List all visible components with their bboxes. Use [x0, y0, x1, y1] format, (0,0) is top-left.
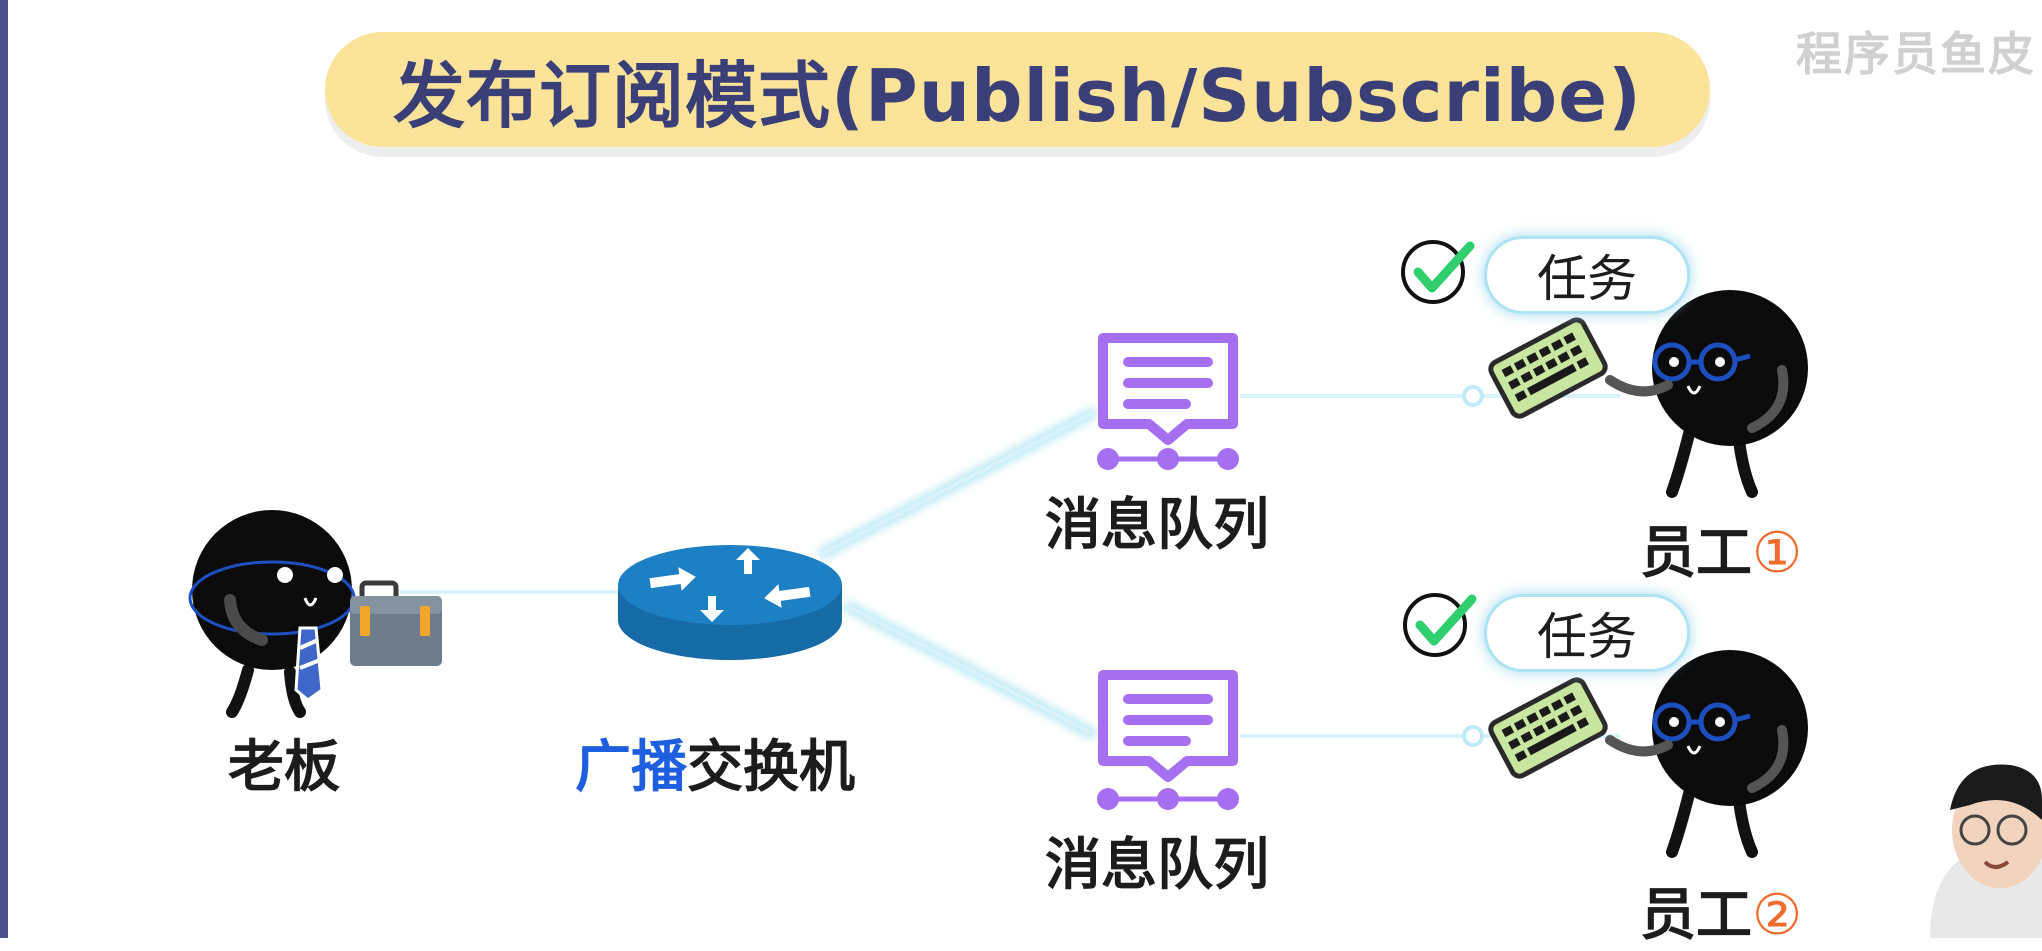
boss-character: [188, 510, 356, 718]
queue-label-2: 消息队列: [1045, 833, 1269, 898]
worker-label-1-text: 员工: [1640, 521, 1752, 586]
worker-character-1: [1605, 290, 1808, 498]
briefcase-icon: [350, 580, 442, 666]
connector-exchange-queue-2: [842, 599, 1098, 741]
title-banner: 发布订阅模式(Publish/Subscribe): [325, 32, 1710, 147]
keyboard-icon-1: [1488, 317, 1608, 419]
boss-label: 老板: [228, 735, 340, 800]
left-edge-bar: [0, 0, 8, 938]
exchange-label: 广播交换机: [575, 722, 855, 803]
check-icon-1: [1401, 240, 1475, 304]
watermark: 程序员鱼皮: [1796, 27, 2036, 81]
task-badge-2: 任务: [1484, 594, 1690, 672]
message-queue-icon-1: [1097, 333, 1239, 470]
worker-character-2: [1605, 650, 1808, 858]
keyboard-icon-2: [1488, 677, 1608, 779]
connectors: [400, 385, 1620, 747]
task-badge-1: 任务: [1484, 236, 1690, 314]
worker-label-2: 员工②: [1640, 870, 1802, 951]
exchange-label-rest: 交换机: [687, 735, 855, 800]
router-icon: [618, 545, 842, 660]
worker-label-1: 员工①: [1640, 508, 1802, 589]
page-title: 发布订阅模式(Publish/Subscribe): [393, 54, 1642, 138]
worker-number-2: ②: [1752, 883, 1803, 948]
connector-exchange-queue-1: [817, 406, 1098, 561]
worker-number-1: ①: [1752, 521, 1803, 586]
worker-label-2-text: 员工: [1640, 883, 1752, 948]
presenter-avatar: [1930, 764, 2042, 938]
message-queue-icon-2: [1097, 670, 1239, 810]
exchange-label-accent: 广播: [575, 735, 687, 800]
queue-label-1: 消息队列: [1045, 493, 1269, 558]
check-icon-2: [1403, 593, 1477, 657]
